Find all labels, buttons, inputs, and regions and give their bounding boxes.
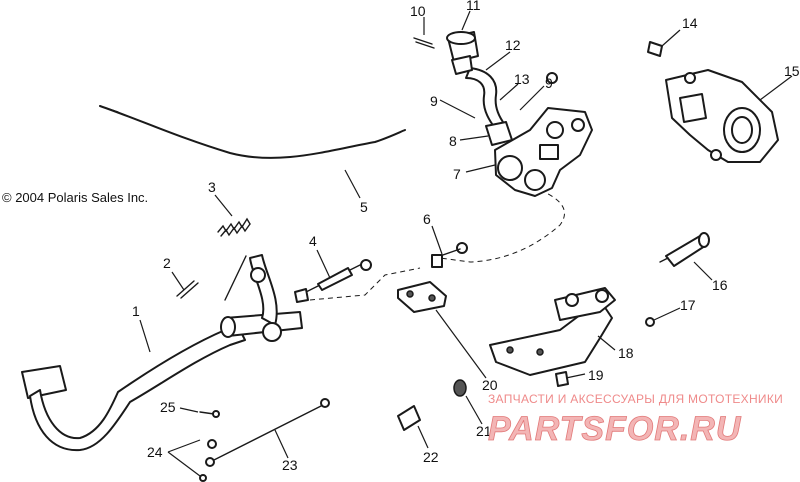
- brake-caliper-part-15: [665, 69, 779, 163]
- banjo-bolt-part-6: [431, 242, 468, 268]
- callout-5: 5: [360, 199, 368, 215]
- pin-part-2: [176, 280, 195, 297]
- callout-6: 6: [423, 211, 431, 227]
- callout-19: 19: [588, 367, 604, 383]
- brake-line-dashed: [439, 189, 565, 263]
- cable-part-5: [99, 105, 406, 159]
- pin-part-25: [199, 411, 215, 415]
- callout-16: 16: [712, 277, 728, 293]
- nut-part-21: [453, 379, 467, 397]
- master-cylinder-part-7: [494, 107, 593, 197]
- callout-21: 21: [476, 423, 492, 439]
- callout-18: 18: [618, 345, 634, 361]
- callout-9a: 9: [430, 93, 438, 109]
- callout-11: 11: [466, 0, 481, 13]
- leader-lines: [139, 10, 793, 477]
- screw-part-10: [413, 37, 433, 45]
- nut-part-19: [555, 371, 569, 387]
- fitting-part-9: [546, 72, 558, 84]
- callout-4: 4: [309, 233, 317, 249]
- bolt-part-17: [645, 317, 655, 327]
- copyright-text: © 2004 Polaris Sales Inc.: [2, 190, 148, 205]
- callout-25: 25: [160, 399, 176, 415]
- sleeve-part-22: [397, 405, 421, 431]
- callout-1: 1: [132, 303, 140, 319]
- cable-end: [99, 105, 119, 113]
- bolt-part-14: [647, 41, 663, 57]
- callout-17: 17: [680, 297, 696, 313]
- mounting-bracket-part-18: [489, 287, 616, 376]
- callout-24: 24: [147, 444, 163, 460]
- callout-20: 20: [482, 377, 498, 393]
- brake-pedal-part-1: [21, 254, 303, 452]
- callout-13: 13: [514, 71, 530, 87]
- switch-part-16: [659, 232, 710, 267]
- callout-3: 3: [208, 179, 216, 195]
- rod-part-23: [209, 403, 326, 463]
- push-rod-part-4: [250, 259, 372, 303]
- callout-12: 12: [505, 37, 521, 53]
- callout-10: 10: [410, 3, 426, 19]
- clip-part-24: [207, 439, 217, 449]
- watermark-logo: PARTSFOR.RU: [488, 410, 742, 448]
- callout-14: 14: [682, 15, 698, 31]
- linkage-line-dashed: [309, 267, 421, 301]
- callout-8: 8: [449, 133, 457, 149]
- watermark-tagline: ЗАПЧАСТИ И АКСЕССУАРЫ ДЛЯ МОТОТЕХНИКИ: [488, 392, 783, 406]
- callout-22: 22: [423, 449, 439, 465]
- reservoir-part-11: [446, 31, 479, 75]
- callout-2: 2: [163, 255, 171, 271]
- hose-clamp-part-8: [485, 121, 513, 146]
- bracket-part-20: [397, 281, 447, 313]
- callout-23: 23: [282, 457, 298, 473]
- callout-15: 15: [784, 63, 800, 79]
- callout-9b: 9: [545, 75, 553, 91]
- callout-7: 7: [453, 166, 461, 182]
